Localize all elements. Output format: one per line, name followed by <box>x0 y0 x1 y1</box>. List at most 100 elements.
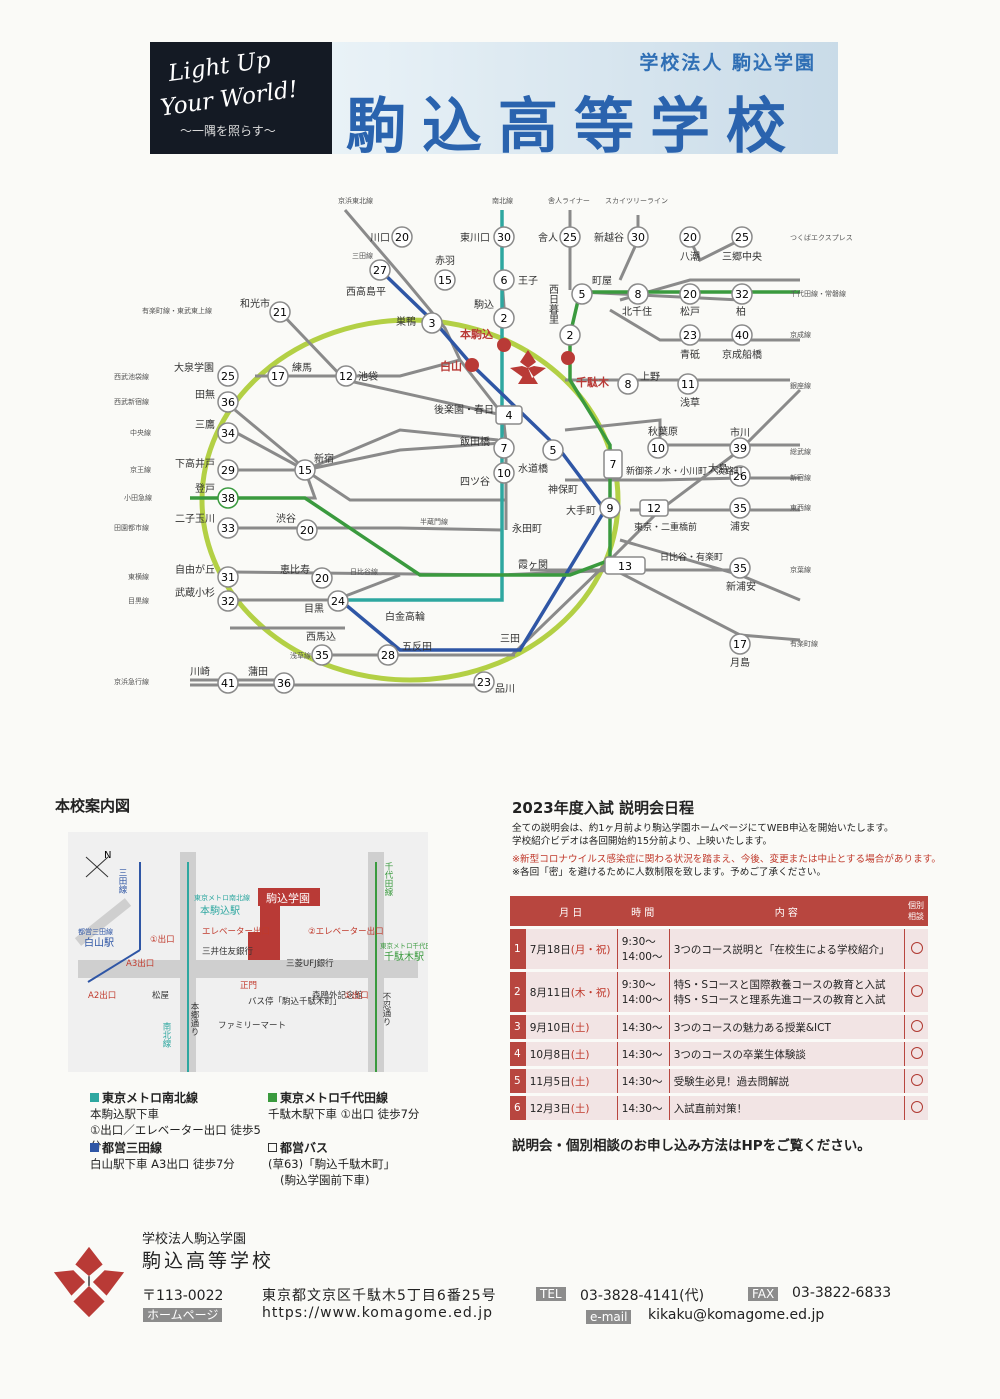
station-circle: 20 <box>391 226 413 248</box>
svg-text:30: 30 <box>631 231 645 244</box>
svg-text:N: N <box>104 850 111 861</box>
svg-text:5: 5 <box>579 288 586 301</box>
station-circle: 8 <box>617 373 639 395</box>
svg-text:南北線: 南北線 <box>161 1021 171 1047</box>
row-content: 入試直前対策！ <box>668 1096 904 1120</box>
svg-text:水道橋: 水道橋 <box>518 462 548 475</box>
header-no <box>510 896 525 926</box>
svg-text:目黒: 目黒 <box>304 603 324 615</box>
svg-text:4: 4 <box>506 409 513 422</box>
svg-text:25: 25 <box>563 231 577 244</box>
svg-text:バス停「駒込千駄木町」: バス停「駒込千駄木町」 <box>248 996 342 1007</box>
svg-text:正門: 正門 <box>240 981 257 991</box>
row-time: 14:30〜 <box>616 1042 669 1066</box>
svg-text:赤羽: 赤羽 <box>435 255 455 267</box>
svg-text:25: 25 <box>221 370 235 383</box>
svg-text:大泉学園: 大泉学園 <box>174 361 214 374</box>
svg-text:三鷹: 三鷹 <box>195 418 215 431</box>
svg-text:千駄木駅: 千駄木駅 <box>384 950 424 963</box>
svg-text:①出口: ①出口 <box>150 934 175 945</box>
row-date: 11月5日(土) <box>524 1069 617 1093</box>
svg-text:17: 17 <box>733 638 747 651</box>
svg-text:三田: 三田 <box>500 634 520 645</box>
station-circle: 36 <box>273 672 295 694</box>
svg-text:松屋: 松屋 <box>152 990 170 1001</box>
svg-text:千代田線: 千代田線 <box>383 861 393 896</box>
svg-text:月島: 月島 <box>730 656 750 669</box>
footer-url-link[interactable]: https://www.komagome.ed.jp <box>262 1305 493 1321</box>
station-circle: 30 <box>493 226 515 248</box>
svg-text:①出口: ①出口 <box>344 990 369 1001</box>
svg-text:三田線: 三田線 <box>352 251 373 260</box>
svg-text:不忍通り: 不忍通り <box>381 992 391 1026</box>
svg-text:新浦安: 新浦安 <box>726 580 756 593</box>
svg-text:20: 20 <box>683 231 697 244</box>
row-number: 5 <box>510 1069 525 1093</box>
svg-text:本駒込: 本駒込 <box>460 327 493 341</box>
footer-mail-link[interactable]: kikaku@komagome.ed.jp <box>648 1307 825 1323</box>
svg-text:新越谷: 新越谷 <box>594 231 624 244</box>
svg-text:A3出口: A3出口 <box>126 958 154 969</box>
table-row: 4 10月8日(土) 14:30〜 3つのコースの卒業生体験談 <box>510 1042 928 1066</box>
access-line: (駒込学園前下車) <box>280 1173 370 1187</box>
station-box <box>603 449 623 479</box>
svg-text:10: 10 <box>497 467 511 480</box>
station-circle: 10 <box>493 462 515 484</box>
svg-text:26: 26 <box>733 470 747 483</box>
svg-text:神保町: 神保町 <box>548 483 578 496</box>
svg-text:京成船橋: 京成船橋 <box>722 348 762 361</box>
school-logo-icon <box>510 350 546 384</box>
svg-text:川崎: 川崎 <box>190 665 210 678</box>
consult-circle-icon <box>904 1096 928 1120</box>
svg-text:新宿: 新宿 <box>314 452 334 465</box>
station-circle: 2 <box>493 307 515 329</box>
svg-text:2: 2 <box>501 312 508 325</box>
svg-text:武蔵小杉: 武蔵小杉 <box>175 586 215 599</box>
table-row: 1 7月18日(月・祝) 9:30〜 14:00〜 3つのコース説明と「在校生に… <box>510 929 928 969</box>
svg-text:四ツ谷: 四ツ谷 <box>460 476 490 488</box>
svg-text:白金高輪: 白金高輪 <box>385 610 425 623</box>
svg-text:蒲田: 蒲田 <box>248 665 268 678</box>
svg-text:小田急線: 小田急線 <box>124 493 152 502</box>
access-line: 千駄木駅下車 ①出口 徒歩7分 <box>268 1107 420 1121</box>
svg-text:8: 8 <box>635 288 642 301</box>
svg-text:池袋: 池袋 <box>358 370 378 383</box>
schedule-note-warning: ※新型コロナウイルス感染症に関わる状況を踏まえ、今後、変更または中止とする場合が… <box>512 854 941 865</box>
svg-text:西武池袋線: 西武池袋線 <box>114 372 149 381</box>
slogan-box: Light Up Your World! 〜一隅を照らす〜 <box>150 42 332 154</box>
header-date: 月 日 <box>524 896 617 926</box>
svg-text:半蔵門線: 半蔵門線 <box>420 517 448 526</box>
schedule-table: 月 日 時 間 内 容 個別相談 1 7月18日(月・祝) 9:30〜 14:0… <box>510 893 928 1123</box>
namboku-square-icon <box>90 1093 99 1102</box>
svg-text:17: 17 <box>271 370 285 383</box>
svg-text:浅草線: 浅草線 <box>290 651 311 660</box>
row-content: 3つのコース説明と「在校生による学校紹介」 <box>668 929 904 969</box>
main-road <box>78 960 418 978</box>
row-content: 3つのコースの魅力ある授業&ICT <box>668 1015 904 1039</box>
svg-text:西高島平: 西高島平 <box>346 285 386 298</box>
station-circle: 39 <box>729 437 751 459</box>
svg-text:35: 35 <box>733 562 747 575</box>
footer-corp: 学校法人駒込学園 <box>142 1232 247 1247</box>
station-circle: 32 <box>217 590 239 612</box>
station-box <box>495 405 523 425</box>
svg-text:田園都市線: 田園都市線 <box>114 523 149 532</box>
station-circle: 9 <box>599 497 621 519</box>
svg-text:練馬: 練馬 <box>292 361 312 374</box>
svg-text:A2出口: A2出口 <box>88 990 116 1001</box>
station-circle: 20 <box>679 226 701 248</box>
svg-text:京王線: 京王線 <box>130 465 151 474</box>
svg-text:大手町: 大手町 <box>566 504 596 517</box>
svg-text:20: 20 <box>683 288 697 301</box>
mail-label: e-mail <box>586 1309 632 1325</box>
svg-text:29: 29 <box>221 464 235 477</box>
svg-text:33: 33 <box>221 522 235 535</box>
table-row: 2 8月11日(木・祝) 9:30〜14:00〜 特S・Sコースと国際教養コース… <box>510 972 928 1012</box>
svg-text:目黒線: 目黒線 <box>128 596 149 605</box>
station-circle: 8 <box>627 283 649 305</box>
mita-square-icon <box>90 1143 99 1152</box>
svg-text:永田町: 永田町 <box>512 522 542 535</box>
header-consult: 個別相談 <box>904 896 928 926</box>
svg-text:23: 23 <box>477 676 491 689</box>
consult-circle-icon <box>904 1042 928 1066</box>
